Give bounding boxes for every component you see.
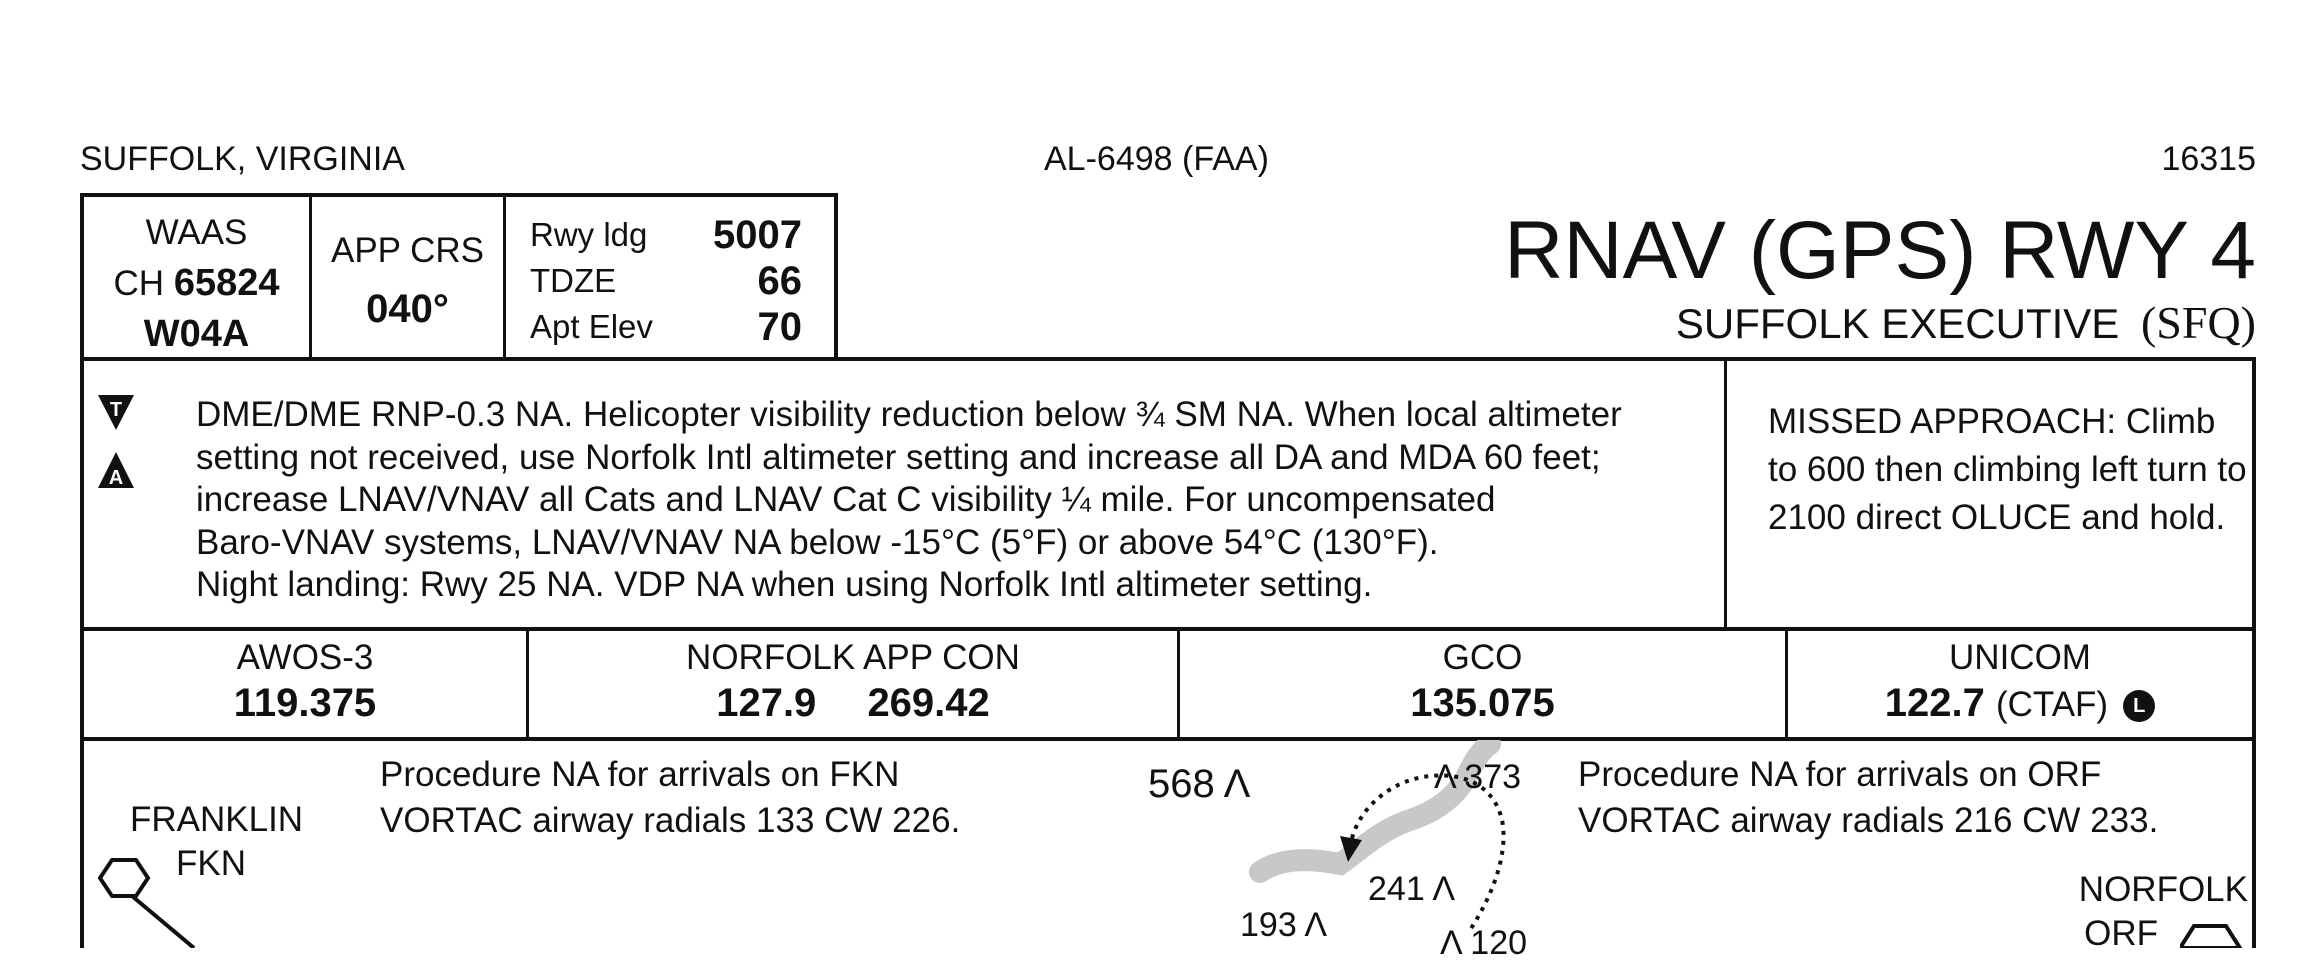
airport-title: SUFFOLK EXECUTIVE (SFQ) xyxy=(1676,296,2256,351)
note-line: DME/DME RNP-0.3 NA. Helicopter visibilit… xyxy=(196,395,1622,434)
waas-ch-value: 65824 xyxy=(173,262,280,304)
plan-note-right-line: Procedure NA for arrivals on ORF xyxy=(1578,755,2102,794)
notes-text: DME/DME RNP-0.3 NA. Helicopter visibilit… xyxy=(196,394,1622,607)
plan-note-right-line: VORTAC airway radials 216 CW 233. xyxy=(1578,801,2159,840)
chart-number: 16315 xyxy=(2161,140,2256,178)
app-crs-label: APP CRS xyxy=(330,231,485,270)
waas-cell: WAAS CH 65824 W04A xyxy=(84,208,309,359)
track-arrow-icon xyxy=(1340,836,1362,862)
app-crs-value: 040° xyxy=(366,287,449,331)
approach-control-frequencies: 127.9 269.42 xyxy=(529,678,1177,728)
apt-elev-label: Apt Elev xyxy=(530,308,653,345)
obstacle-icon: Λ xyxy=(1304,906,1328,944)
missed-approach-text: MISSED APPROACH: Climb to 600 then climb… xyxy=(1768,402,2247,537)
norfolk-id: ORF xyxy=(2084,914,2158,953)
airport-name: SUFFOLK EXECUTIVE xyxy=(1675,300,2120,347)
obstacle-193: 193 Λ xyxy=(1240,906,1327,945)
holding-pattern-track xyxy=(1348,773,1506,932)
plan-note-right: Procedure NA for arrivals on ORF VORTAC … xyxy=(1578,752,2158,844)
rwy-ldg-value: 5007 xyxy=(713,213,802,257)
unicom-frequency-line: 122.7 (CTAF) L xyxy=(1788,678,2252,730)
awos-label: AWOS-3 xyxy=(236,638,374,677)
location-label: SUFFOLK, VIRGINIA xyxy=(80,140,405,178)
rwy-ldg-label: Rwy ldg xyxy=(530,216,648,253)
waas-ch-prefix: CH xyxy=(113,264,165,303)
unicom-frequency: 122.7 xyxy=(1884,681,1985,725)
unicom-label: UNICOM xyxy=(1949,638,2091,677)
waas-label: WAAS xyxy=(145,213,248,252)
obstacle-241: 241 Λ xyxy=(1368,870,1455,909)
franklin-vortac-label: FRANKLIN FKN xyxy=(130,798,303,886)
alternate-minimums-icon: A xyxy=(98,452,134,489)
obstacle-icon: Λ xyxy=(1434,758,1455,796)
procedure-title: RNAV (GPS) RWY 4 xyxy=(1504,205,2256,296)
plan-view-graphic xyxy=(1249,740,1506,932)
gco-cell: GCO 135.075 xyxy=(1180,638,1785,728)
unicom-cell: UNICOM 122.7 (CTAF) L xyxy=(1788,638,2252,730)
awos-frequency: 119.375 xyxy=(233,681,377,725)
obstacle-120: Λ 120 xyxy=(1440,924,1527,963)
apt-elev-value: 70 xyxy=(757,305,803,349)
obstacle-elevation: 241 xyxy=(1368,870,1425,908)
approach-control-cell: NORFOLK APP CON 127.9 269.42 xyxy=(529,638,1177,728)
tdze-label: TDZE xyxy=(530,262,617,299)
gco-frequency: 135.075 xyxy=(1410,681,1555,725)
obstacle-icon: Λ xyxy=(1440,924,1461,962)
app-crs-cell: APP CRS 040° xyxy=(312,222,503,338)
ctaf-label: (CTAF) xyxy=(1996,685,2109,724)
plan-note-left-line: VORTAC airway radials 133 CW 226. xyxy=(380,801,961,840)
water-body xyxy=(1249,740,1501,883)
approach-uhf-frequency: 269.42 xyxy=(867,681,990,725)
waas-id: W04A xyxy=(143,313,250,355)
approach-control-label: NORFOLK APP CON xyxy=(686,638,1020,677)
norfolk-vortac-label: NORFOLK ORF xyxy=(2079,868,2248,956)
franklin-name: FRANKLIN xyxy=(130,800,304,839)
approach-vhf-frequency: 127.9 xyxy=(716,681,817,725)
plan-note-left-line: Procedure NA for arrivals on FKN xyxy=(380,755,900,794)
franklin-id: FKN xyxy=(176,844,246,883)
obstacle-elevation: 568 xyxy=(1148,762,1215,806)
norfolk-name: NORFOLK xyxy=(2078,870,2248,909)
plan-note-left: Procedure NA for arrivals on FKN VORTAC … xyxy=(380,752,960,844)
obstacle-568: 568 Λ xyxy=(1148,762,1250,807)
tdze-value: 66 xyxy=(757,259,803,303)
obstacle-icon: Λ xyxy=(1432,870,1456,908)
norfolk-vortac-icon xyxy=(2180,924,2243,948)
obstacle-elevation: 120 xyxy=(1470,924,1528,962)
gco-label: GCO xyxy=(1442,638,1523,677)
symbol-a: A xyxy=(109,467,123,489)
note-line: setting not received, use Norfolk Intl a… xyxy=(196,437,1601,477)
note-line: Night landing: Rwy 25 NA. VDP NA when us… xyxy=(196,565,1373,604)
waas-channel: CH 65824 xyxy=(84,258,309,309)
obstacle-elevation: 193 xyxy=(1240,906,1297,944)
airport-id: (SFQ) xyxy=(2140,297,2256,348)
pilot-controlled-lighting-icon: L xyxy=(2123,690,2156,722)
takeoff-minimums-icon: T xyxy=(98,395,134,430)
symbol-t: T xyxy=(110,399,122,421)
obstacle-373: Λ 373 xyxy=(1434,758,1521,797)
note-line: increase LNAV/VNAV all Cats and LNAV Cat… xyxy=(196,480,1496,519)
runway-data-cell: Rwy ldg 5007 TDZE 66 Apt Elev 70 xyxy=(530,212,802,350)
franklin-vortac-icon xyxy=(98,858,196,948)
chart-id: AL-6498 (FAA) xyxy=(1044,140,1269,178)
obstacle-icon: Λ xyxy=(1223,762,1251,806)
note-line: Baro-VNAV systems, LNAV/VNAV NA below -1… xyxy=(196,522,1439,562)
awos-cell: AWOS-3 119.375 xyxy=(84,638,526,728)
obstacle-elevation: 373 xyxy=(1464,758,1522,796)
